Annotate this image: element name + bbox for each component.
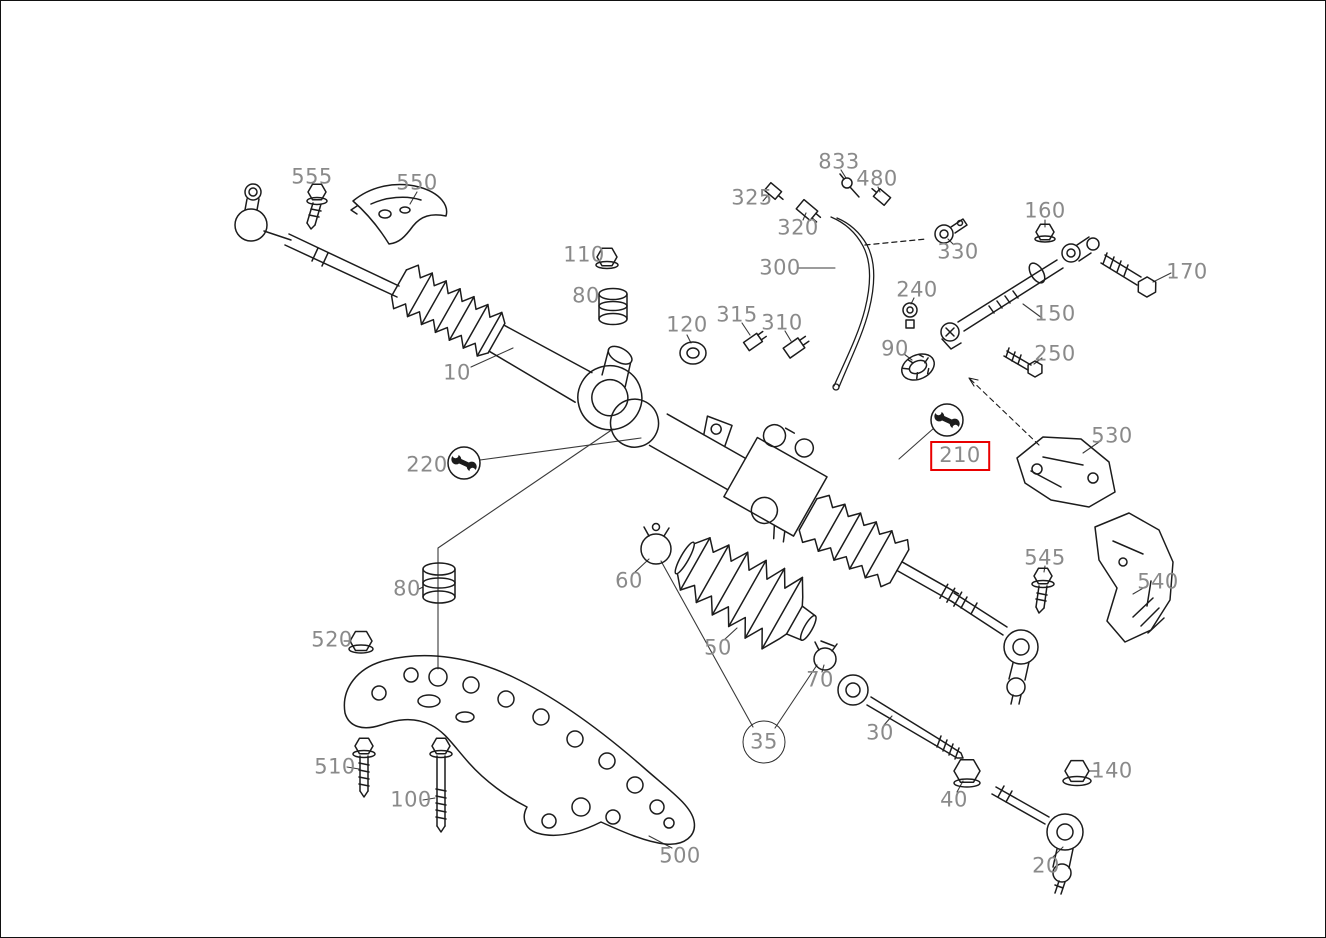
part-label-250[interactable]: 250	[1034, 341, 1076, 366]
part-label-160[interactable]: 160	[1024, 198, 1066, 223]
washer-90-drawing	[901, 353, 935, 381]
part-label-500[interactable]: 500	[659, 843, 701, 868]
steering-gear-drawing	[390, 264, 963, 607]
clamp-70-drawing	[813, 640, 838, 671]
bolt-555-drawing	[306, 183, 328, 230]
part-label-70[interactable]: 70	[806, 667, 834, 692]
part-label-110[interactable]: 110	[563, 242, 605, 267]
bolt-100-drawing	[429, 737, 453, 833]
heat-shield-540-drawing	[1094, 512, 1174, 643]
bushing-80-bottom-drawing	[422, 562, 456, 604]
ring-240-drawing	[902, 302, 918, 329]
part-label-60[interactable]: 60	[615, 568, 643, 593]
leader-lines	[343, 169, 1172, 858]
tie-rod-end-left-drawing	[234, 183, 400, 298]
part-label-170[interactable]: 170	[1166, 259, 1208, 284]
part-label-545[interactable]: 545	[1024, 545, 1066, 570]
clamp-330-drawing	[934, 218, 968, 244]
part-label-120[interactable]: 120	[666, 312, 708, 337]
part-label-80[interactable]: 80	[393, 576, 421, 601]
bolt-510-drawing	[352, 737, 376, 798]
part-label-140[interactable]: 140	[1091, 758, 1133, 783]
steering-column-150-drawing	[940, 236, 1100, 350]
nut-140-drawing	[1062, 759, 1092, 787]
part-label-100[interactable]: 100	[390, 787, 432, 812]
part-label-220[interactable]: 220	[406, 452, 448, 477]
plug-310-drawing	[782, 335, 810, 359]
part-label-30[interactable]: 30	[866, 720, 894, 745]
nut-160-drawing	[1034, 223, 1056, 243]
part-label-35[interactable]: 35	[742, 720, 786, 764]
part-label-150[interactable]: 150	[1034, 301, 1076, 326]
part-label-480[interactable]: 480	[856, 166, 898, 191]
screw-833-drawing	[839, 173, 860, 198]
part-label-20[interactable]: 20	[1032, 853, 1060, 878]
part-label-325[interactable]: 325	[731, 185, 773, 210]
part-label-40[interactable]: 40	[940, 787, 968, 812]
clamp-60-drawing	[640, 522, 672, 565]
plug-315-drawing	[742, 330, 767, 352]
nut-520-drawing	[348, 630, 374, 654]
part-label-330[interactable]: 330	[937, 239, 979, 264]
part-label-240[interactable]: 240	[896, 277, 938, 302]
part-label-540[interactable]: 540	[1137, 569, 1179, 594]
plug-480-drawing	[871, 187, 892, 207]
part-label-555[interactable]: 555	[291, 164, 333, 189]
plug-320-drawing	[795, 198, 822, 223]
part-label-550[interactable]: 550	[396, 170, 438, 195]
bracket-550-drawing	[350, 183, 448, 245]
ring-120-drawing	[679, 341, 707, 365]
part-label-520[interactable]: 520	[311, 627, 353, 652]
subframe-500-drawing	[343, 654, 696, 845]
tie-rod-end-right-drawing	[950, 592, 1039, 705]
wrench-icon	[447, 446, 481, 480]
inner-tie-rod-30-drawing	[837, 674, 964, 760]
tie-rod-end-20-drawing	[991, 785, 1084, 895]
part-label-510[interactable]: 510	[314, 754, 356, 779]
harness-300-drawing	[830, 216, 927, 391]
part-label-530[interactable]: 530	[1091, 423, 1133, 448]
part-label-10[interactable]: 10	[443, 360, 471, 385]
bolt-170-drawing	[1100, 252, 1157, 298]
bushing-80-top-drawing	[598, 287, 628, 326]
part-label-833[interactable]: 833	[818, 149, 860, 174]
part-label-210[interactable]: 210	[930, 441, 990, 471]
bolt-250-drawing	[968, 347, 1043, 446]
part-label-50[interactable]: 50	[704, 635, 732, 660]
bolt-545-drawing	[1031, 567, 1055, 614]
heat-shield-530-drawing	[1016, 436, 1116, 508]
part-label-90[interactable]: 90	[881, 336, 909, 361]
part-label-310[interactable]: 310	[761, 310, 803, 335]
plug-325-drawing	[763, 181, 784, 201]
part-label-300[interactable]: 300	[759, 255, 801, 280]
wrench-icon	[930, 403, 964, 437]
part-label-315[interactable]: 315	[716, 302, 758, 327]
part-label-80[interactable]: 80	[572, 283, 600, 308]
boot-50-drawing	[674, 537, 817, 650]
nut-110-drawing	[595, 247, 619, 270]
nut-40-drawing	[953, 758, 981, 788]
part-label-320[interactable]: 320	[777, 215, 819, 240]
